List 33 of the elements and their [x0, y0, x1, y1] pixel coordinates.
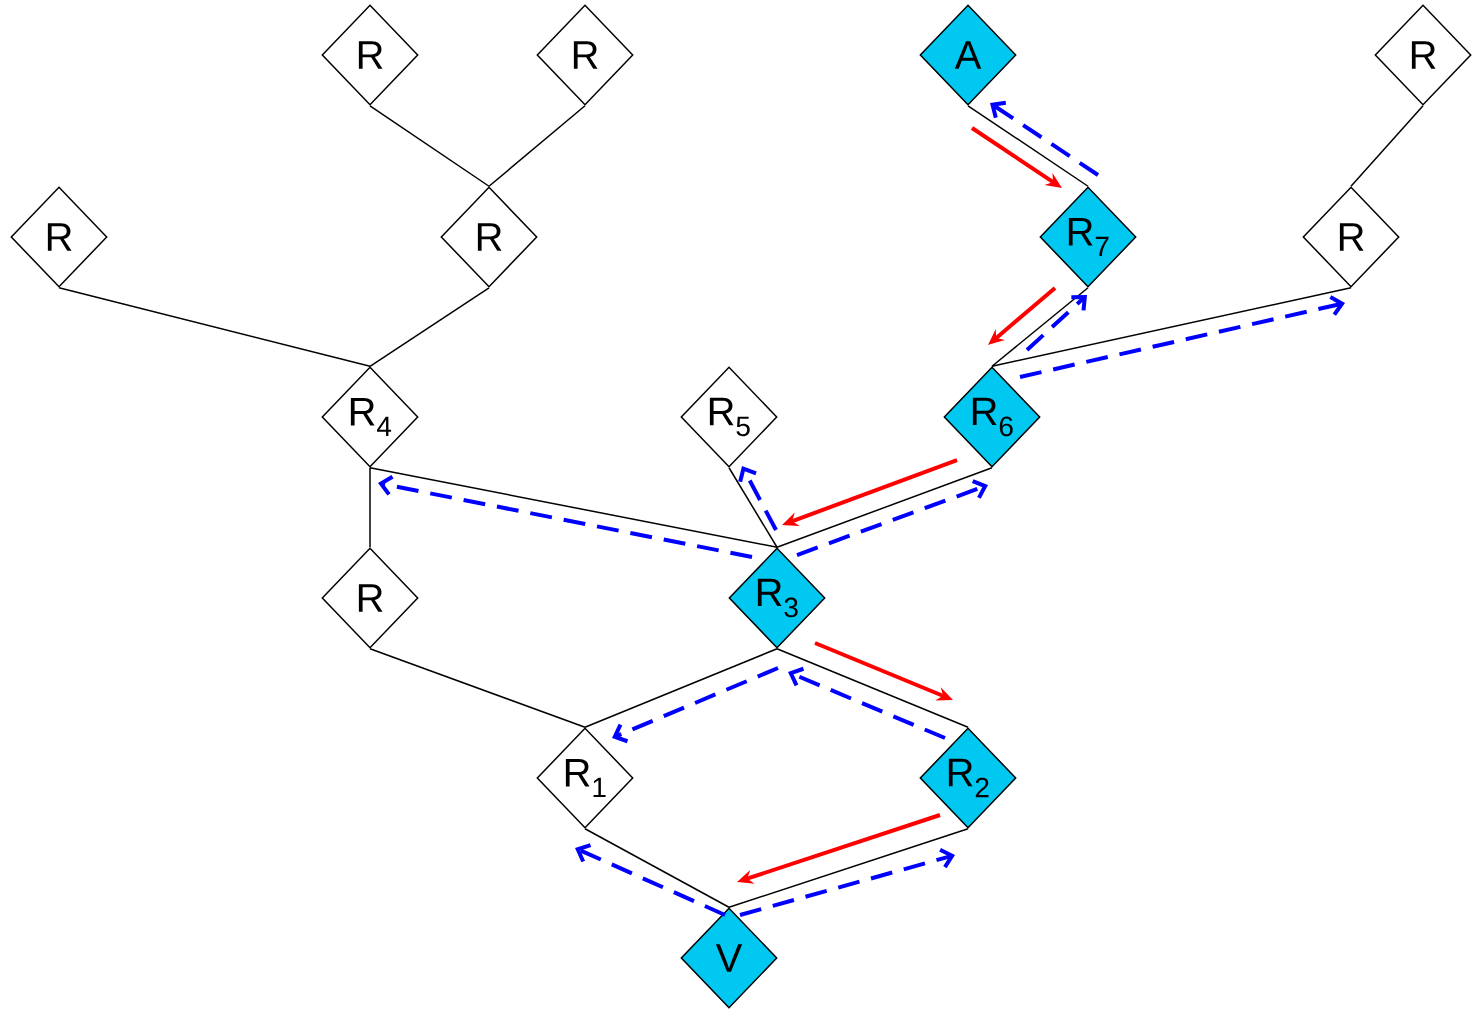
- diamond-node: R: [440, 186, 538, 288]
- connector-line: [369, 467, 371, 548]
- diamond-node: R$_{2}$: [919, 727, 1017, 829]
- connector-line: [58, 287, 371, 367]
- connector-line: [488, 105, 586, 187]
- diamond-node: R$_{5}$: [680, 366, 778, 468]
- connector-line: [584, 828, 730, 908]
- connector-line: [991, 287, 1089, 367]
- connector-line: [369, 467, 778, 548]
- connector-line: [1350, 105, 1424, 187]
- connector-line: [728, 467, 778, 548]
- diamond-node: R: [536, 4, 634, 106]
- connector-line: [728, 828, 969, 908]
- diamond-node: R$_{3}$: [728, 547, 826, 649]
- diamond-node: A: [919, 4, 1017, 106]
- connector-line: [776, 467, 993, 548]
- diamond-node: R: [321, 4, 419, 106]
- connector-line: [967, 105, 1089, 187]
- diamond-node: R$_{7}$: [1039, 186, 1137, 288]
- connector-line: [369, 287, 490, 367]
- connector-line: [584, 648, 778, 728]
- connector-line: [369, 648, 586, 728]
- diamond-node: R$_{4}$: [321, 366, 419, 468]
- diamond-node: R$_{1}$: [536, 727, 634, 829]
- connector-line: [991, 287, 1352, 367]
- diamond-node: R$_{6}$: [943, 366, 1041, 468]
- connector-line: [776, 648, 969, 728]
- diamond-node: R: [10, 186, 108, 288]
- diamond-node: R: [1302, 186, 1400, 288]
- connector-line: [369, 105, 490, 187]
- diamond-node: V: [680, 907, 778, 1009]
- diamond-node: R: [1374, 4, 1472, 106]
- diamond-node: R: [321, 547, 419, 649]
